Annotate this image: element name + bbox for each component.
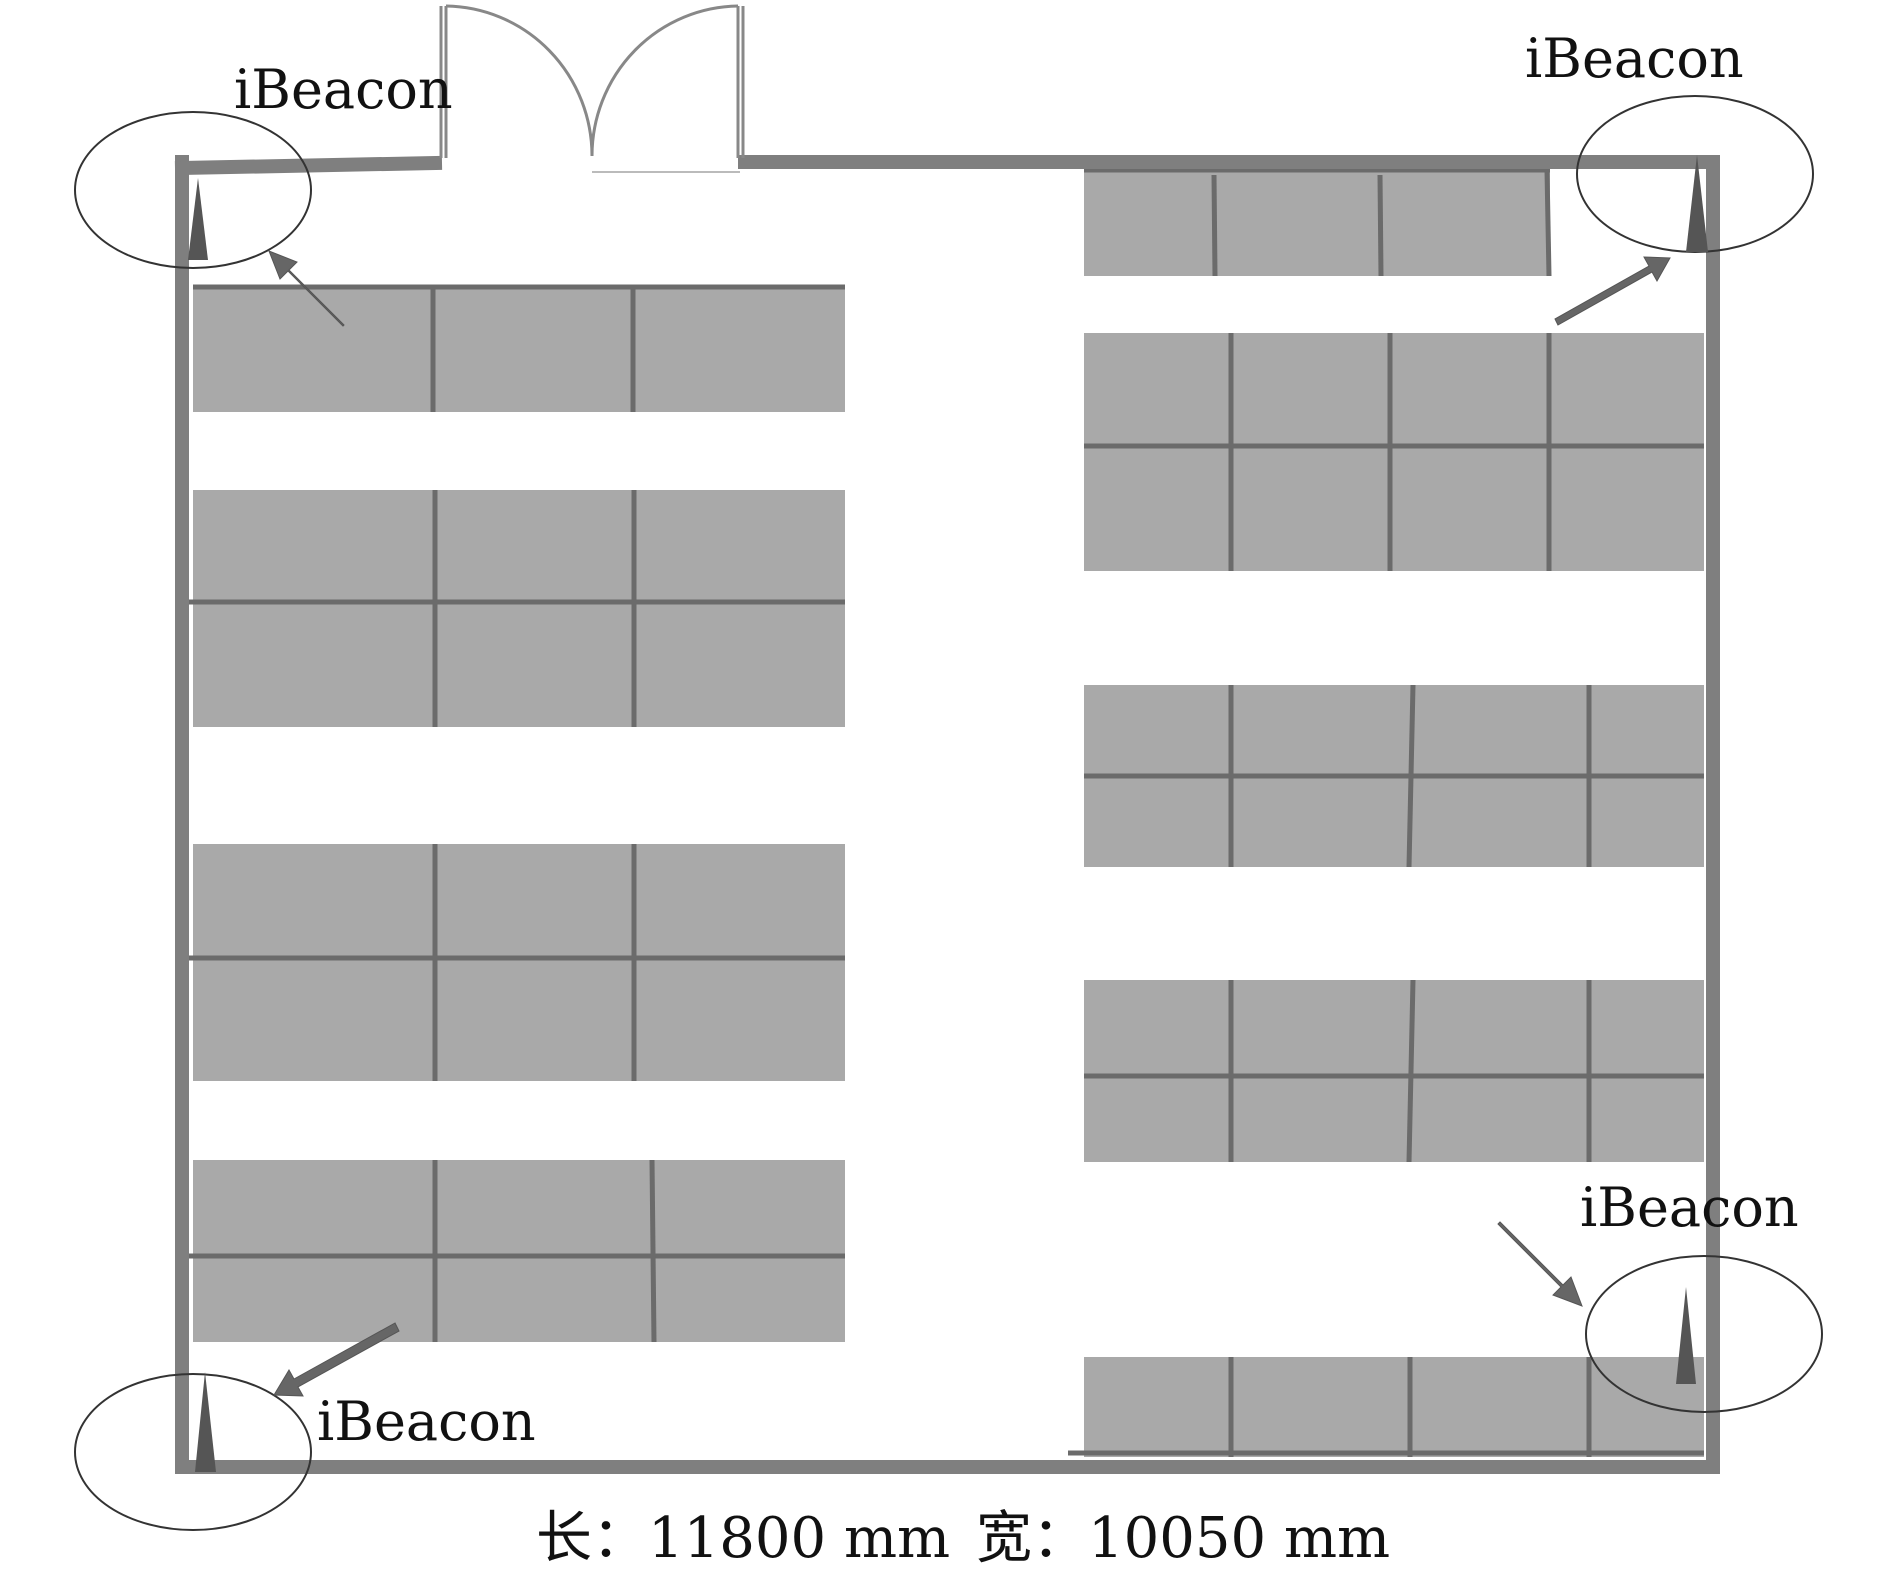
- left-shelves: [193, 287, 845, 1342]
- shelf-block-left-4: [193, 1160, 845, 1342]
- walls: [174, 155, 1720, 1474]
- beacon-labels: iBeacon iBeacon iBeacon iBeacon: [234, 27, 1799, 1453]
- dimension-caption: 长：11800 mm 宽：10050 mm: [536, 1506, 1390, 1571]
- shelf-block-left-2: [193, 490, 845, 727]
- beacon-label-top-left: iBeacon: [234, 58, 453, 121]
- width-dimension: 宽：10050 mm: [976, 1506, 1390, 1571]
- arrow-to-bottom-right-icon: [1497, 1221, 1583, 1307]
- shelf-block-right-2: [1084, 333, 1704, 571]
- entrance-door: [439, 4, 745, 173]
- arrow-to-bottom-left-icon: [273, 1322, 400, 1397]
- beacon-device-bottom-left: [195, 1372, 216, 1472]
- wall-top-left: [174, 155, 443, 176]
- beacon-label-top-right: iBeacon: [1525, 27, 1744, 90]
- shelf-dividers: [188, 167, 1704, 1457]
- shelf-block-right-1: [1084, 170, 1550, 276]
- beacon-label-bottom-left: iBeacon: [317, 1390, 536, 1453]
- arrow-to-top-right-icon: [1554, 256, 1671, 326]
- right-shelves: [1084, 170, 1704, 1457]
- beacon-circle-top-left: [74, 111, 312, 269]
- beacon-device-bottom-right: [1676, 1287, 1696, 1384]
- shelf-block-right-5: [1084, 1357, 1704, 1457]
- beacon-devices: [188, 155, 1708, 1472]
- shelf-block-left-1: [193, 287, 845, 412]
- beacon-arrows: [268, 250, 1671, 1397]
- shelf-block-right-4: [1084, 980, 1704, 1162]
- beacon-circle-bottom-right: [1585, 1255, 1823, 1413]
- beacon-device-top-left: [188, 178, 208, 260]
- beacon-label-bottom-right: iBeacon: [1580, 1176, 1799, 1239]
- length-dimension: 长：11800 mm: [536, 1506, 950, 1571]
- arrow-to-top-left-icon: [268, 250, 345, 327]
- shelf-block-left-3: [193, 844, 845, 1081]
- beacon-device-top-right: [1686, 155, 1708, 252]
- beacon-circle-bottom-left: [74, 1373, 312, 1531]
